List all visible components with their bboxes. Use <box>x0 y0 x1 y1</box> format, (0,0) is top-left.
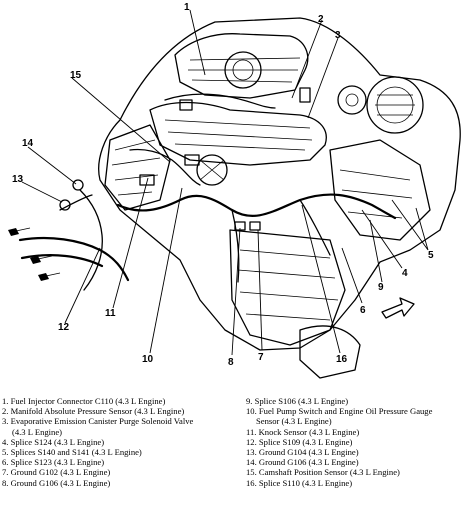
callout-8: 8 <box>228 357 234 368</box>
legend-item-9: 9. Splice S106 (4.3 L Engine) <box>246 396 349 406</box>
legend-column-left: 1. Fuel Injector Connector C110 (4.3 L E… <box>2 396 234 488</box>
legend-item-11: 11. Knock Sensor (4.3 L Engine) <box>246 426 360 437</box>
callout-leaders <box>21 9 429 356</box>
callout-7: 7 <box>258 352 264 363</box>
legend-item-3: 3. Evaporative Emission Canister Purge S… <box>2 416 194 427</box>
legend-item-8: 8. Ground G106 (4.3 L Engine) <box>2 477 111 488</box>
legend-item-14: 14. Ground G106 (4.3 L Engine) <box>246 457 359 468</box>
callout-12: 12 <box>58 322 70 333</box>
callout-2: 2 <box>318 14 324 25</box>
legend-item-10-continued: Sensor (4.3 L Engine) <box>256 416 332 427</box>
legend-item-2: 2. Manifold Absolute Pressure Sensor (4.… <box>2 406 185 417</box>
legend-item-10: 10. Fuel Pump Switch and Engine Oil Pres… <box>246 406 433 417</box>
legend: 1. Fuel Injector Connector C110 (4.3 L E… <box>0 396 474 510</box>
callout-5: 5 <box>428 250 434 261</box>
front-direction-arrow <box>381 297 415 319</box>
callout-6: 6 <box>360 305 366 316</box>
callout-15: 15 <box>70 70 82 81</box>
callout-9: 9 <box>378 282 384 293</box>
callout-11: 11 <box>105 308 116 319</box>
legend-item-3-continued: (4.3 L Engine) <box>12 426 63 437</box>
legend-item-13: 13. Ground G104 (4.3 L Engine) <box>246 447 359 458</box>
callout-3: 3 <box>335 30 341 41</box>
callout-4: 4 <box>402 268 408 279</box>
legend-item-15: 15. Camshaft Position Sensor (4.3 L Engi… <box>246 467 400 478</box>
callout-14: 14 <box>22 138 34 149</box>
engine-wiring-diagram: 1 2 3 4 5 6 7 8 9 10 11 12 13 14 15 16 <box>8 2 461 379</box>
legend-item-16: 16. Splice S110 (4.3 L Engine) <box>246 477 353 488</box>
legend-item-6: 6. Splice S123 (4.3 L Engine) <box>2 457 105 468</box>
legend-item-1: 1. Fuel Injector Connector C110 (4.3 L E… <box>2 396 166 406</box>
callout-10: 10 <box>142 354 154 365</box>
callout-13: 13 <box>12 174 24 185</box>
callout-labels: 1 2 3 4 5 6 7 8 9 10 11 12 13 14 15 16 <box>12 2 434 368</box>
callout-1: 1 <box>184 2 190 13</box>
legend-item-5: 5. Splices S140 and S141 (4.3 L Engine) <box>2 447 142 458</box>
callout-16: 16 <box>336 354 348 365</box>
legend-column-right: 9. Splice S106 (4.3 L Engine) 10. Fuel P… <box>246 396 472 488</box>
legend-item-4: 4. Splice S124 (4.3 L Engine) <box>2 436 105 447</box>
legend-item-12: 12. Splice S109 (4.3 L Engine) <box>246 436 353 447</box>
legend-item-7: 7. Ground G102 (4.3 L Engine) <box>2 467 111 478</box>
